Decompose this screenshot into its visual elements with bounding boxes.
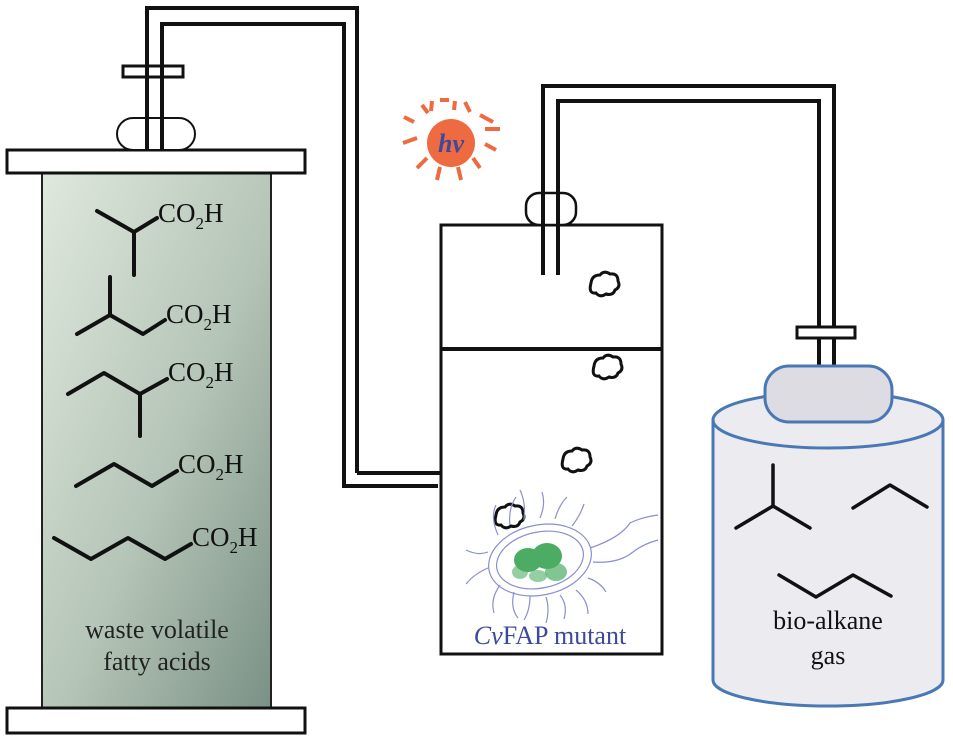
bubble-icon <box>560 446 593 474</box>
acid-5-skeleton <box>52 536 193 561</box>
reactor <box>439 191 664 656</box>
acid-5-label: CO2H <box>192 522 258 557</box>
feed-pipe <box>145 6 440 488</box>
acid-2-label: CO2H <box>166 299 232 334</box>
feed-tank-valve <box>121 64 185 79</box>
product-pipe-inner <box>556 99 821 365</box>
feed-tank <box>5 64 307 735</box>
feed-tank-body <box>41 172 272 709</box>
sun-icon <box>402 98 500 181</box>
enzyme-icon <box>512 543 567 582</box>
bubble-icon <box>588 270 621 298</box>
feed-tank-label-line2: fatty acids <box>103 647 211 676</box>
reactor-label: CvFAP mutant <box>474 621 627 650</box>
gas-tank <box>711 325 945 708</box>
gas-tank-valve <box>795 325 857 340</box>
acid-1-label: CO2H <box>158 198 224 233</box>
butane-skeleton <box>777 573 893 599</box>
product-pipe-outer <box>541 84 836 365</box>
hv-label: hv <box>438 129 464 158</box>
acid-structures <box>52 209 193 561</box>
acid-3-label: CO2H <box>168 357 234 392</box>
gas-tank-label-line2: gas <box>811 641 846 670</box>
bubble-icon <box>591 353 624 381</box>
gas-tank-body <box>711 420 945 708</box>
product-pipe <box>541 84 836 365</box>
acid-4-label: CO2H <box>178 449 244 484</box>
gas-tank-label-line1: bio-alkane <box>773 606 883 635</box>
gas-tank-stopper <box>763 364 894 424</box>
feed-tank-top-plate <box>5 148 307 175</box>
feed-pipe-outer <box>145 6 359 473</box>
feed-tank-bottom-plate <box>5 706 307 735</box>
feed-tank-stopper <box>116 117 196 151</box>
acid-labels: CO2H CO2H CO2H CO2H CO2H <box>158 198 258 557</box>
feed-pipe-inner <box>160 22 438 488</box>
acid-4-skeleton <box>74 462 179 488</box>
feed-tank-label-line1: waste volatile <box>85 615 229 644</box>
reactor-stopper <box>524 191 578 227</box>
reactor-body <box>439 223 664 656</box>
propane-skeleton <box>851 483 929 510</box>
alkane-structures <box>734 463 929 599</box>
bacterium-icon <box>465 489 659 624</box>
sun-disc <box>427 119 475 167</box>
acid-2-skeleton <box>75 313 167 336</box>
acid-3-skeleton <box>66 371 169 396</box>
